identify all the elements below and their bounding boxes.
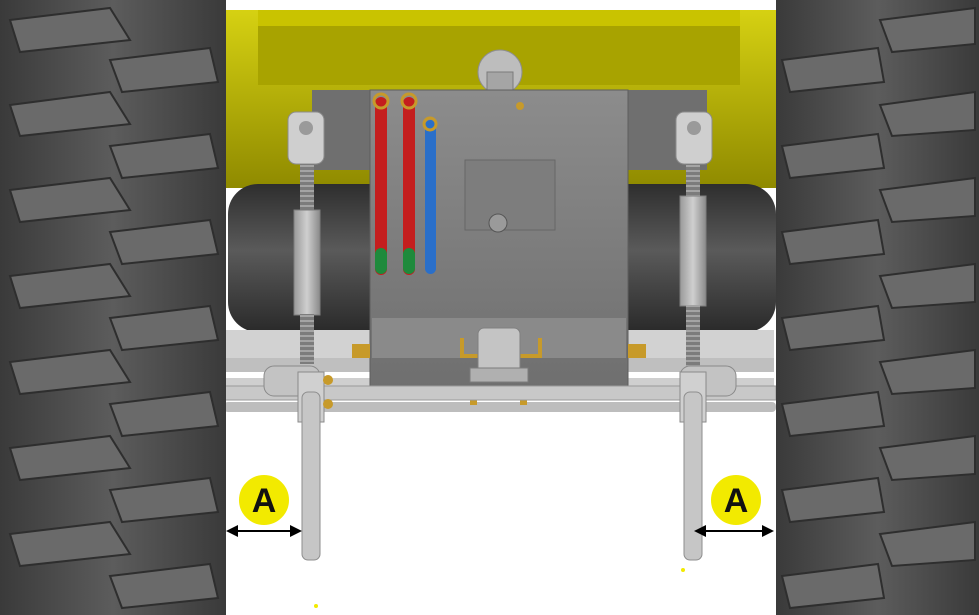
marker-dot	[314, 604, 318, 608]
right-dimension-arrow	[694, 525, 774, 537]
callout-left-label: A	[252, 482, 277, 520]
right-lift-link	[628, 111, 737, 561]
hydraulic-hoses	[372, 92, 438, 275]
callout-left: A	[235, 471, 293, 529]
callout-right: A	[707, 471, 765, 529]
left-rear-tire	[0, 0, 226, 615]
marker-dot	[681, 568, 685, 572]
right-rear-tire	[776, 0, 979, 615]
left-lift-link	[263, 111, 370, 561]
left-dimension-arrow	[226, 525, 302, 537]
callout-right-label: A	[724, 482, 749, 520]
